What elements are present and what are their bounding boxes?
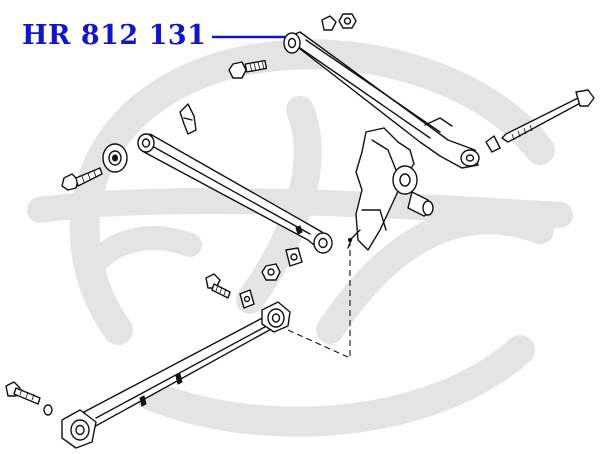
watermark-logo (27, 39, 573, 437)
bolt-left (61, 167, 103, 191)
bushing-left (102, 143, 128, 173)
lower-trailing-link (61, 301, 291, 449)
upper-control-arm (283, 31, 480, 169)
long-bolt-right (485, 89, 595, 153)
nut-washer-top (321, 13, 357, 31)
nut-plate-center (261, 247, 303, 281)
lateral-link-middle (137, 133, 333, 254)
bolt-center (205, 273, 255, 309)
bolt-lower-left (5, 381, 53, 416)
bracket-clip (179, 103, 197, 135)
assembly-guide-lines (287, 240, 351, 359)
bolt-upper (228, 59, 268, 79)
part-number-label: HR 812 131 (22, 20, 207, 51)
wheel-knuckle (347, 127, 434, 251)
